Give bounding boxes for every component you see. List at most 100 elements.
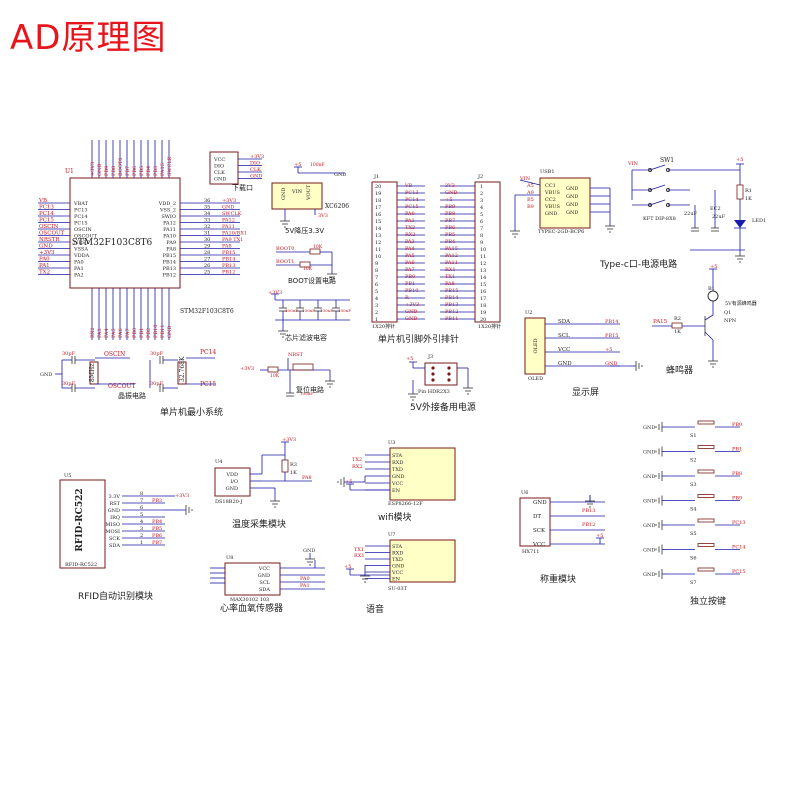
rfid-pin-number: 5 (140, 512, 143, 518)
header-pin-number: 7 (480, 226, 483, 232)
header-pin-number: 18 (375, 198, 381, 204)
section-label: 晶振电路 (118, 391, 146, 400)
resistor-reset (267, 366, 279, 373)
mcu-left-net: VB (38, 198, 47, 204)
key-ref: S4 (690, 507, 697, 513)
header-pin-number: 17 (375, 205, 381, 211)
mcu-top-net: PA15 (160, 163, 166, 176)
mcu-top-net: +3V3 (90, 162, 96, 176)
crystal-32k (177, 361, 187, 385)
mcu-left-pin: PC14 (74, 214, 88, 220)
key-ref: S6 (690, 556, 697, 562)
oled-net: PB15 (605, 333, 618, 339)
header-pin (431, 372, 435, 376)
download-pin: CLK (214, 170, 225, 176)
oled-body (524, 317, 546, 375)
mcu-body (69, 177, 181, 289)
power-label: +3V3 (282, 437, 296, 443)
switch-contact (666, 203, 670, 207)
mcu-left-pin: PA1 (74, 266, 84, 272)
usb-pin: GND (566, 202, 578, 208)
oled-pin: SDA (558, 319, 571, 325)
header-pin-number: 19 (480, 310, 486, 316)
section-title: Type-c口-电源电路 (599, 258, 677, 270)
power-label: +5 (294, 162, 301, 168)
header-net: PB10 (405, 288, 418, 294)
header-name: Pin HDR2X3 (418, 389, 450, 395)
mcu-bottom-net: PA7 (125, 328, 131, 338)
mcu-footprint: STM32F103C8T6 (180, 308, 234, 315)
mcu-top-net: PB3 (153, 166, 159, 176)
resistor-value: 10K (313, 244, 323, 250)
header-net: PB12 (445, 309, 458, 315)
header-pin-number: 5 (480, 212, 483, 218)
ldo-body (271, 182, 323, 210)
rfid-net: PB7 (152, 540, 162, 546)
gnd-label: GND (40, 372, 52, 378)
rfid-net: PB3 (152, 498, 162, 504)
key-net: PC15 (732, 569, 746, 575)
resistor-value: 10K (270, 373, 280, 379)
header-pin-number: 14 (480, 275, 486, 281)
oled-net: GND (605, 361, 617, 367)
switch-name: KFT DIP-8X8 (643, 216, 676, 222)
net-label: VIN (627, 161, 639, 167)
mcu-left-pin: PA0 (74, 260, 84, 266)
mcu-left-pin: VDDA (73, 253, 90, 259)
section-title: 独立按键 (690, 595, 726, 607)
header-net: PA8 (445, 281, 455, 287)
mcu-right-pin: PB14 (163, 260, 176, 266)
mcu-left-net: OSCOUT (39, 231, 65, 237)
crystal-8mhz (89, 361, 99, 385)
header-net: PC14 (405, 197, 419, 203)
mcu-right-net: PB15 (222, 250, 235, 256)
header-net: R (405, 295, 409, 301)
header-net: +5 (445, 197, 452, 203)
voice-pin: VCC (391, 570, 403, 576)
header-net: PB15 (445, 288, 458, 294)
header-net: PA4 (405, 246, 415, 252)
mcu-bottom-net: GND (167, 326, 173, 338)
temp-pin: VDD (225, 472, 238, 478)
usb-net: A5 (526, 183, 534, 189)
buzzer-ref: B1 (708, 286, 715, 292)
mcu-left-net: NRSTR (39, 237, 60, 243)
reset-button (292, 363, 314, 371)
mcu-left-pin: PC13 (74, 208, 88, 214)
section-title: 单片机最小系统 (160, 406, 223, 418)
section-title: 5V外接备用电源 (410, 401, 476, 413)
net-label: BOOT1 (276, 259, 294, 265)
mcu-right-pin: PA10 (163, 234, 176, 240)
wifi-net: TX2 (352, 457, 362, 463)
weigh-pin: GND (533, 500, 547, 506)
gnd-label: GND (643, 572, 655, 578)
mcu-bottom-net: PA6 (118, 328, 124, 338)
cap-value: 100nF (320, 308, 333, 313)
power-label: +5 (345, 479, 352, 485)
key-ref: S7 (690, 580, 697, 586)
switch-contact (666, 188, 670, 192)
section-label: 下载口 (232, 183, 253, 192)
mcu-left-net: PA0 (39, 257, 50, 263)
mcu-left-net: OSCIN (39, 224, 59, 230)
resistor-value: 10K (303, 266, 313, 272)
power-label: +3V3 (268, 290, 282, 296)
header-net: TX2 (405, 225, 415, 231)
header-net: PB13 (445, 302, 458, 308)
rfid-net: +3V3 (175, 493, 189, 499)
switch-contact (648, 168, 652, 172)
download-net: DIO (250, 161, 260, 167)
header-net: PB0 (405, 274, 415, 280)
ldo-name: XC6206 (325, 203, 349, 210)
led-symbol (734, 220, 746, 228)
header-pin-number: 9 (375, 261, 378, 267)
download-net: CLK (250, 167, 261, 173)
heart-pin: GND (258, 573, 270, 579)
mcu-left-net: PC14 (39, 211, 54, 217)
cap-value: 100nF (338, 308, 351, 313)
wire (704, 314, 714, 321)
temp-pin: I/O (230, 479, 238, 485)
header-pin-number: 4 (375, 296, 378, 302)
mcu-left-pin: VSSA (73, 247, 88, 253)
rfid-body (59, 479, 106, 569)
